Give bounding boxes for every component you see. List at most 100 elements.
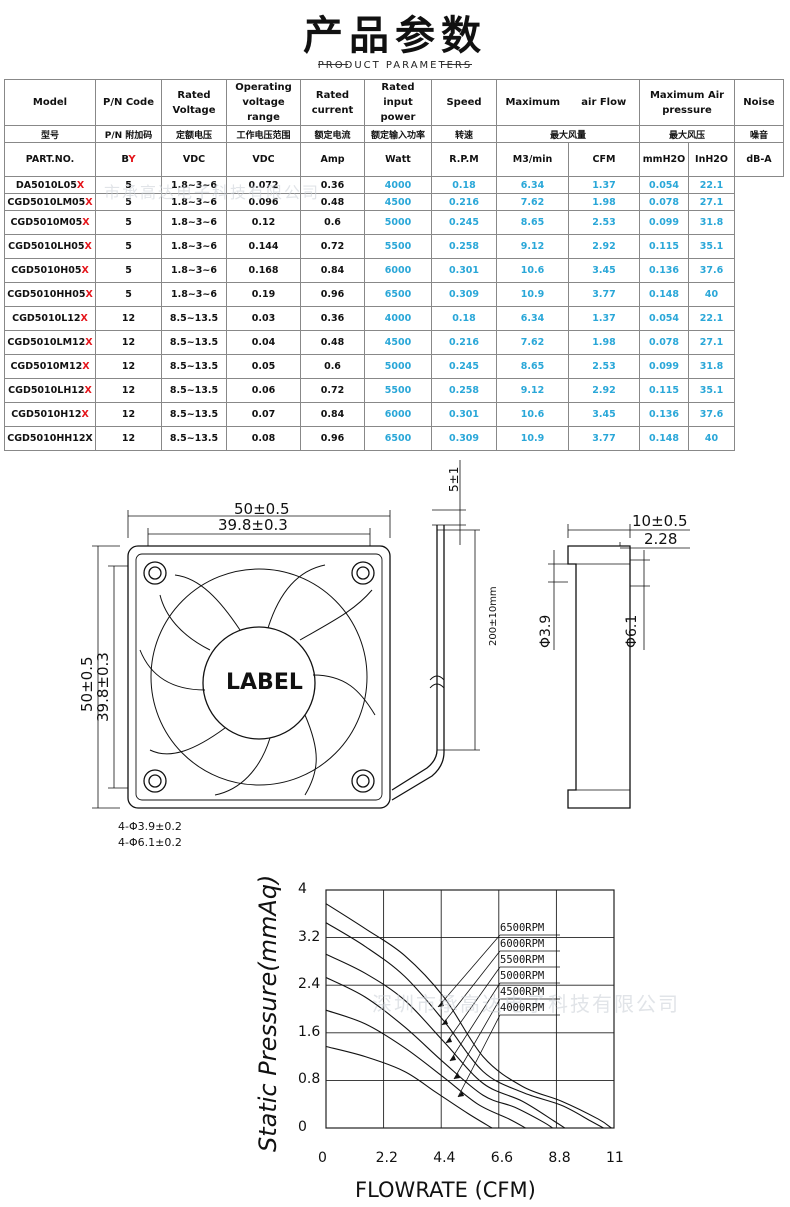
cell-inh2o: 0.078 — [639, 330, 689, 355]
table-header-row: Model P/N Code Rated Voltage Operating v… — [4, 79, 784, 126]
cell-rpm: 5000 — [364, 354, 432, 379]
hole-spec-small: 4-Φ3.9±0.2 — [118, 820, 182, 833]
legend-label: 5000RPM — [500, 970, 545, 982]
cell-inh2o: 0.148 — [639, 282, 689, 307]
cell-amp: 0.06 — [226, 378, 301, 403]
cell-m3: 0.309 — [431, 282, 497, 307]
cell-range: 8.5~13.5 — [161, 426, 227, 451]
cell-range: 1.8~3~6 — [161, 258, 227, 283]
cell-m3: 0.18 — [431, 176, 497, 194]
x-tick-label: 11 — [606, 1150, 624, 1166]
cell-range: 8.5~13.5 — [161, 306, 227, 331]
cell-inh2o: 0.115 — [639, 378, 689, 403]
mechanical-drawing: 50±0.5 39.8±0.3 50±0.5 39.8±0.3 5±1 200±… — [0, 450, 790, 860]
cell-watt: 0.72 — [300, 378, 365, 403]
cell-rpm: 4000 — [364, 176, 432, 194]
page-subtitle: PRODUCT PARAMETERS — [317, 60, 473, 71]
cell-vdc: 5 — [95, 258, 162, 283]
cell-cfm: 7.62 — [496, 193, 569, 211]
legend-leader-line — [449, 982, 501, 1062]
header-cell: 工作电压范围 — [226, 125, 301, 143]
cell-m3: 0.301 — [431, 402, 497, 427]
model-name: CGD5010LM12 — [7, 337, 86, 348]
model-suffix: X — [80, 313, 88, 324]
header-cell: VDC — [226, 142, 301, 177]
cell-watt: 0.72 — [300, 234, 365, 259]
fan-shroud — [150, 568, 368, 786]
cell-inh2o: 0.136 — [639, 258, 689, 283]
dim-inner-height: 39.8±0.3 — [94, 652, 112, 722]
series-line-5500rpm — [325, 953, 566, 1129]
cell-dba: 37.6 — [688, 402, 735, 427]
cell-dba: 35.1 — [688, 234, 735, 259]
header-cell: Operating voltage range — [226, 79, 301, 126]
x-tick-label: 6.6 — [490, 1150, 514, 1166]
y-tick-label: 4 — [298, 881, 307, 897]
model-suffix: X — [85, 289, 93, 300]
cell-model: CGD5010LH12X — [4, 378, 96, 403]
cell-inh2o: 0.148 — [639, 426, 689, 451]
y-tick-label: 1.6 — [298, 1023, 321, 1040]
cell-m3: 0.216 — [431, 330, 497, 355]
cell-inh2o: 0.099 — [639, 210, 689, 235]
x-tick-label: 2.2 — [375, 1150, 398, 1166]
header-cell: Watt — [364, 142, 432, 177]
cell-mmh2o: 2.53 — [568, 354, 640, 379]
legend-arrow — [458, 1091, 464, 1097]
cell-rpm: 5500 — [364, 234, 432, 259]
cell-inh2o: 0.054 — [639, 176, 689, 194]
cell-rpm: 4000 — [364, 306, 432, 331]
cell-vdc: 5 — [95, 282, 162, 307]
header-cell: Rated current — [300, 79, 365, 126]
cell-watt: 0.84 — [300, 402, 365, 427]
y-tick-label: 0.8 — [298, 1071, 321, 1088]
cell-inh2o: 0.054 — [639, 306, 689, 331]
header-cell: 型号 — [4, 125, 96, 143]
model-name: CGD5010H05 — [11, 265, 82, 276]
cell-mmh2o: 3.77 — [568, 282, 640, 307]
header-cell: 额定输入功率 — [364, 125, 432, 143]
model-name: CGD5010LH05 — [8, 241, 85, 252]
cell-cfm: 10.6 — [496, 258, 569, 283]
cell-amp: 0.12 — [226, 210, 301, 235]
cell-watt: 0.6 — [300, 210, 365, 235]
cell-cfm: 10.6 — [496, 402, 569, 427]
model-name: CGD5010L12 — [12, 313, 81, 324]
cell-vdc: 12 — [95, 330, 162, 355]
y-tick-label: 2.4 — [298, 976, 321, 993]
fan-blades — [139, 564, 376, 796]
fan-side-view — [567, 545, 631, 809]
cell-dba: 40 — [688, 282, 735, 307]
legend-arrow — [450, 1055, 456, 1061]
cell-dba: 22.1 — [688, 176, 735, 194]
cell-vdc: 12 — [95, 306, 162, 331]
cell-vdc: 12 — [95, 426, 162, 451]
plot-frame — [325, 889, 615, 1129]
model-name: CGD5010H12 — [11, 409, 82, 420]
cell-rpm: 6000 — [364, 402, 432, 427]
cell-watt: 0.36 — [300, 306, 365, 331]
table-header-row-units: PART.NO. BY VDC VDC Amp Watt R.P.M M3/mi… — [4, 142, 784, 177]
cell-vdc: 12 — [95, 378, 162, 403]
cell-model: CGD5010M12X — [4, 354, 96, 379]
spec-table-container: Model P/N Code Rated Voltage Operating v… — [4, 79, 784, 451]
pn-code-suffix: Y — [128, 154, 136, 165]
fan-frame-inner-outline — [135, 553, 383, 801]
cell-mmh2o: 1.98 — [568, 330, 640, 355]
model-name: DA5010L05 — [15, 179, 77, 191]
header-cell: R.P.M — [431, 142, 497, 177]
cell-model: CGD5010HH05X — [4, 282, 96, 307]
header-cell: 转速 — [431, 125, 497, 143]
x-tick-label: 0 — [318, 1150, 327, 1166]
model-suffix: X — [84, 385, 92, 396]
dim-phi-large: Φ6.1 — [624, 614, 640, 648]
model-suffix: X — [81, 265, 89, 276]
cell-dba: 27.1 — [688, 330, 735, 355]
chart-watermark: 深圳市承高达电子科技有限公司 — [372, 992, 680, 1016]
spec-table: Model P/N Code Rated Voltage Operating v… — [4, 79, 784, 451]
cell-dba: 40 — [688, 426, 735, 451]
